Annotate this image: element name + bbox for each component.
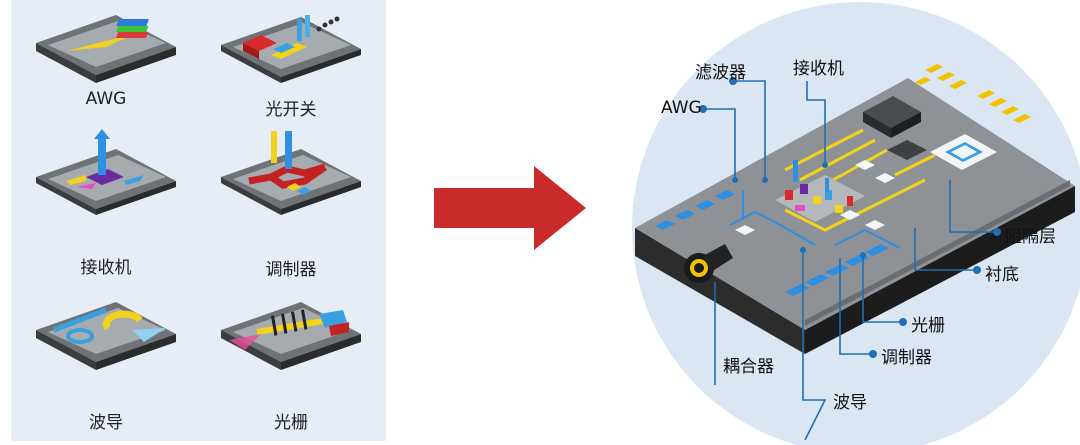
driver-chip: [887, 140, 927, 160]
component-receiver: 接收机: [16, 125, 196, 285]
component-label: AWG: [85, 89, 127, 109]
component-label: 调制器: [265, 260, 317, 280]
label-barrier: 阻隔层: [1005, 227, 1056, 247]
component-waveguide: 波导: [16, 290, 196, 440]
grating-icon: [221, 302, 361, 370]
component-modulator: 调制器: [201, 125, 381, 285]
label-awg: AWG: [661, 98, 702, 118]
component-label: 光开关: [265, 100, 317, 120]
component-cluster: [775, 160, 865, 222]
blue-pads: [655, 190, 889, 296]
label-modulator: 调制器: [881, 348, 932, 368]
component-optical-switch: 光开关: [201, 5, 381, 125]
integrated-chip-diagram: 滤波器 接收机 AWG 阻隔层 衬底 光栅 调制器 耦合器 波导: [625, 0, 1080, 445]
modulator-blocks: [735, 160, 895, 235]
modulator-icon: [221, 131, 361, 215]
contact-pads: [915, 64, 1031, 123]
label-receiver: 接收机: [793, 59, 844, 79]
label-coupler: 耦合器: [723, 357, 774, 377]
receiver-icon: [36, 129, 176, 215]
arrow-shape: [434, 166, 586, 250]
waveguide-icon: [36, 302, 176, 370]
component-label: 光栅: [274, 413, 308, 433]
label-filter: 滤波器: [695, 63, 746, 83]
optical-paths: [729, 190, 901, 249]
label-waveguide: 波导: [833, 393, 867, 413]
leader-lines: [703, 80, 997, 441]
component-grating: 光栅: [201, 290, 381, 440]
fiber-coupler: [684, 244, 733, 283]
component-panel: AWG 光开关: [11, 0, 386, 441]
component-label: 波导: [89, 413, 123, 433]
label-grating: 光栅: [911, 316, 945, 336]
awg-icon: [36, 15, 176, 83]
laser-chip: [863, 96, 921, 128]
component-label: 接收机: [80, 258, 132, 278]
transition-arrow: [434, 166, 586, 250]
leader-dots: [699, 77, 1001, 358]
optical-switch-icon: [221, 15, 361, 83]
label-substrate: 衬底: [985, 265, 1019, 285]
component-awg: AWG: [16, 5, 196, 125]
